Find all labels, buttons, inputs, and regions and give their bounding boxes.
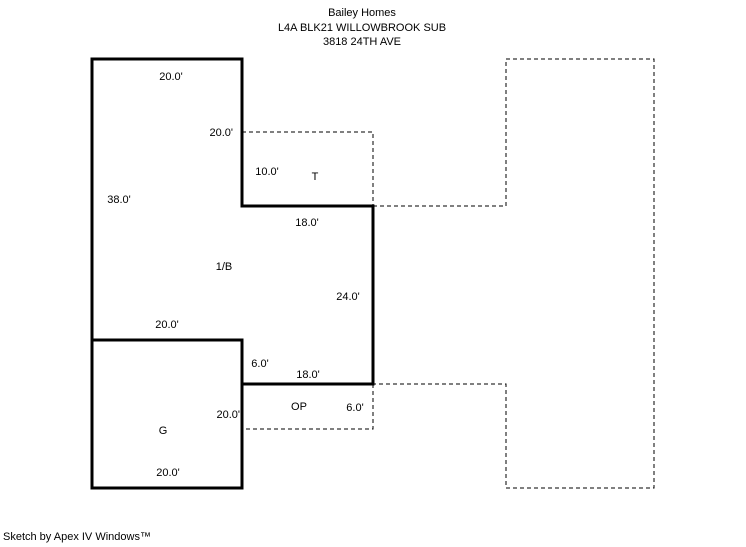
area-label-garage: G [159,425,168,437]
porch-dashed-outline [242,384,374,430]
dim-t-left-height: 10.0' [255,166,279,178]
lot-dashed-outline [373,58,655,489]
living-area-outline [90,57,375,386]
dim-step-wall: 6.0' [251,358,268,370]
dim-lower-left-width: 20.0' [155,319,179,331]
area-label-t: T [312,171,319,183]
area-label-living: 1/B [216,261,233,273]
t-area-dashed-outline [242,131,374,206]
dim-porch-top-width: 18.0' [296,369,320,381]
dim-top-width: 20.0' [159,71,183,83]
dim-upper-right-wall: 20.0' [209,127,233,139]
dim-t-bottom-width: 18.0' [295,217,319,229]
legal-description: L4A BLK21 WILLOWBROOK SUB [278,22,446,34]
dim-porch-right-height: 6.0' [346,402,363,414]
dim-garage-bottom-width: 20.0' [156,467,180,479]
software-credit: Sketch by Apex IV Windows™ [3,531,151,543]
street-address: 3818 24TH AVE [323,36,401,48]
builder-title: Bailey Homes [328,7,396,19]
dim-garage-right-wall: 20.0' [216,409,240,421]
dim-left-wall: 38.0' [107,194,131,206]
garage-outline [90,338,244,490]
area-label-open-porch: OP [291,401,307,413]
dim-right-wall: 24.0' [336,291,360,303]
